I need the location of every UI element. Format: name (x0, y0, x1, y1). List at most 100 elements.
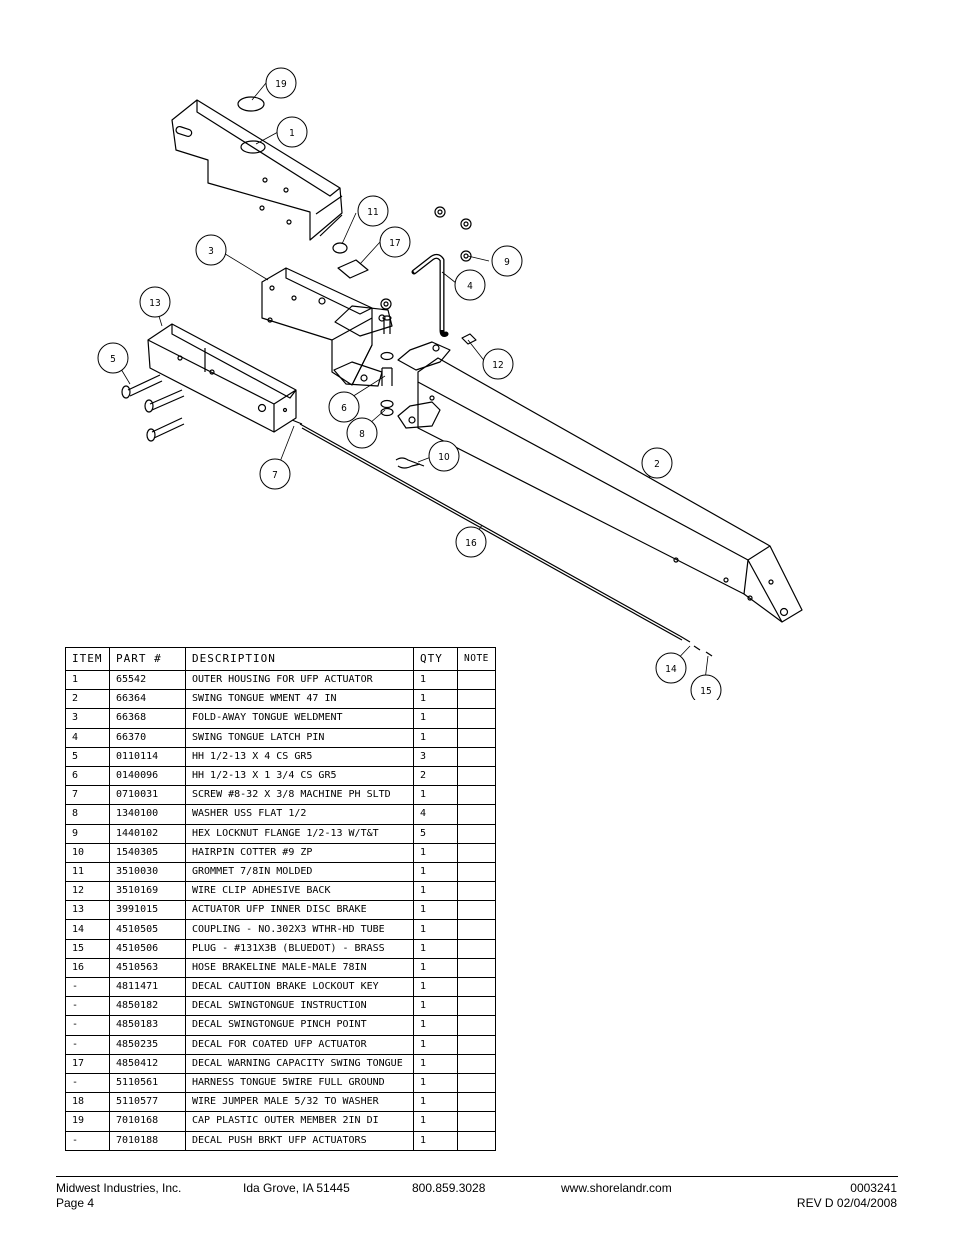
part-number-cell: 4510563 (109, 957, 186, 979)
item-cell: 14 (65, 919, 110, 940)
qty-cell: 1 (413, 842, 458, 863)
footer-doc-number: 0003241 (850, 1181, 897, 1195)
note-cell (457, 689, 496, 710)
item-cell: 2 (65, 689, 110, 710)
item-cell: 13 (65, 900, 110, 921)
item-cell: 7 (65, 785, 110, 806)
qty-cell: 1 (413, 996, 458, 1017)
callout-label-4: 4 (467, 281, 473, 292)
screw-drawing (291, 419, 303, 425)
item-cell: 12 (65, 881, 110, 902)
coupling-drawing (679, 635, 701, 651)
brake-line-drawing (299, 423, 683, 641)
callout-label-15: 15 (700, 686, 711, 697)
qty-cell: 1 (413, 881, 458, 902)
callout-label-3: 3 (208, 246, 214, 257)
note-cell (457, 823, 496, 844)
item-cell: 17 (65, 1053, 110, 1074)
description-cell: HEX LOCKNUT FLANGE 1/2-13 W/T&T (185, 823, 414, 844)
part-number-cell: 66364 (109, 689, 186, 710)
qty-cell: 1 (413, 1053, 458, 1074)
description-cell: HOSE BRAKELINE MALE-MALE 78IN (185, 957, 414, 979)
note-cell (457, 804, 496, 825)
outer-housing-drawing (171, 99, 343, 241)
item-cell: 8 (65, 804, 110, 825)
part-number-cell: 4510506 (109, 938, 186, 959)
description-cell: DECAL PUSH BRKT UFP ACTUATORS (185, 1130, 414, 1151)
qty-cell: 1 (413, 957, 458, 979)
item-cell: 15 (65, 938, 110, 959)
item-cell: 5 (65, 746, 110, 767)
callout-15 (690, 674, 722, 700)
qty-cell: 1 (413, 1092, 458, 1113)
description-cell: SCREW #8-32 X 3/8 MACHINE PH SLTD (185, 785, 414, 806)
description-cell: DECAL SWINGTONGUE INSTRUCTION (185, 996, 414, 1017)
part-number-cell: 4850182 (109, 996, 186, 1017)
note-cell (457, 957, 496, 979)
description-cell: HH 1/2-13 X 4 CS GR5 (185, 746, 414, 767)
callout-10 (428, 440, 460, 472)
callout-12 (482, 348, 514, 380)
qty-cell: 1 (413, 919, 458, 940)
part-number-cell: 66370 (109, 727, 186, 748)
item-cell: 4 (65, 727, 110, 748)
header-note: NOTE (457, 647, 496, 671)
note-cell (457, 1034, 496, 1055)
qty-cell: 5 (413, 823, 458, 844)
callout-17 (379, 226, 411, 258)
description-cell: DECAL SWINGTONGUE PINCH POINT (185, 1015, 414, 1036)
callout-label-2: 2 (654, 459, 660, 470)
description-cell: CAP PLASTIC OUTER MEMBER 2IN DI (185, 1111, 414, 1132)
part-number-cell: 7010188 (109, 1130, 186, 1151)
qty-cell: 1 (413, 785, 458, 806)
callout-label-7: 7 (272, 470, 278, 481)
item-cell: - (65, 996, 110, 1017)
note-cell (457, 1111, 496, 1132)
part-number-cell: 3510169 (109, 881, 186, 902)
item-cell: - (65, 976, 110, 998)
description-cell: WIRE CLIP ADHESIVE BACK (185, 881, 414, 902)
part-number-cell: 5110561 (109, 1072, 186, 1094)
description-cell: PLUG - #131X3B (BLUEDOT) - BRASS (185, 938, 414, 959)
callout-label-1: 1 (289, 128, 295, 139)
qty-cell: 1 (413, 1111, 458, 1132)
plastic-cap-drawing (237, 96, 265, 112)
part-number-cell: 4510505 (109, 919, 186, 940)
part-number-cell: 66368 (109, 708, 186, 729)
qty-cell: 1 (413, 1015, 458, 1036)
grommet-drawing (332, 242, 348, 254)
note-cell (457, 1130, 496, 1151)
note-cell (457, 669, 496, 691)
callout-label-12: 12 (492, 360, 503, 371)
footer-company: Midwest Industries, Inc. (56, 1181, 182, 1195)
header-part-number: PART # (109, 647, 186, 671)
note-cell (457, 708, 496, 729)
inner-actuator-drawing (147, 323, 297, 433)
part-number-cell: 4850183 (109, 1015, 186, 1036)
qty-cell: 1 (413, 1072, 458, 1094)
qty-cell: 1 (413, 689, 458, 710)
callout-19 (265, 67, 297, 99)
part-number-cell: 4811471 (109, 976, 186, 998)
table-header-row: ITEM PART # DESCRIPTION QTY NOTE (65, 647, 496, 671)
hex-bolt-drawings (121, 374, 185, 442)
callout-6 (328, 391, 360, 423)
hairpin-cotter-drawing (395, 457, 425, 469)
callout-label-19: 19 (275, 79, 287, 90)
note-cell (457, 727, 496, 748)
footer-divider (56, 1176, 898, 1177)
part-number-cell: 1540305 (109, 842, 186, 863)
